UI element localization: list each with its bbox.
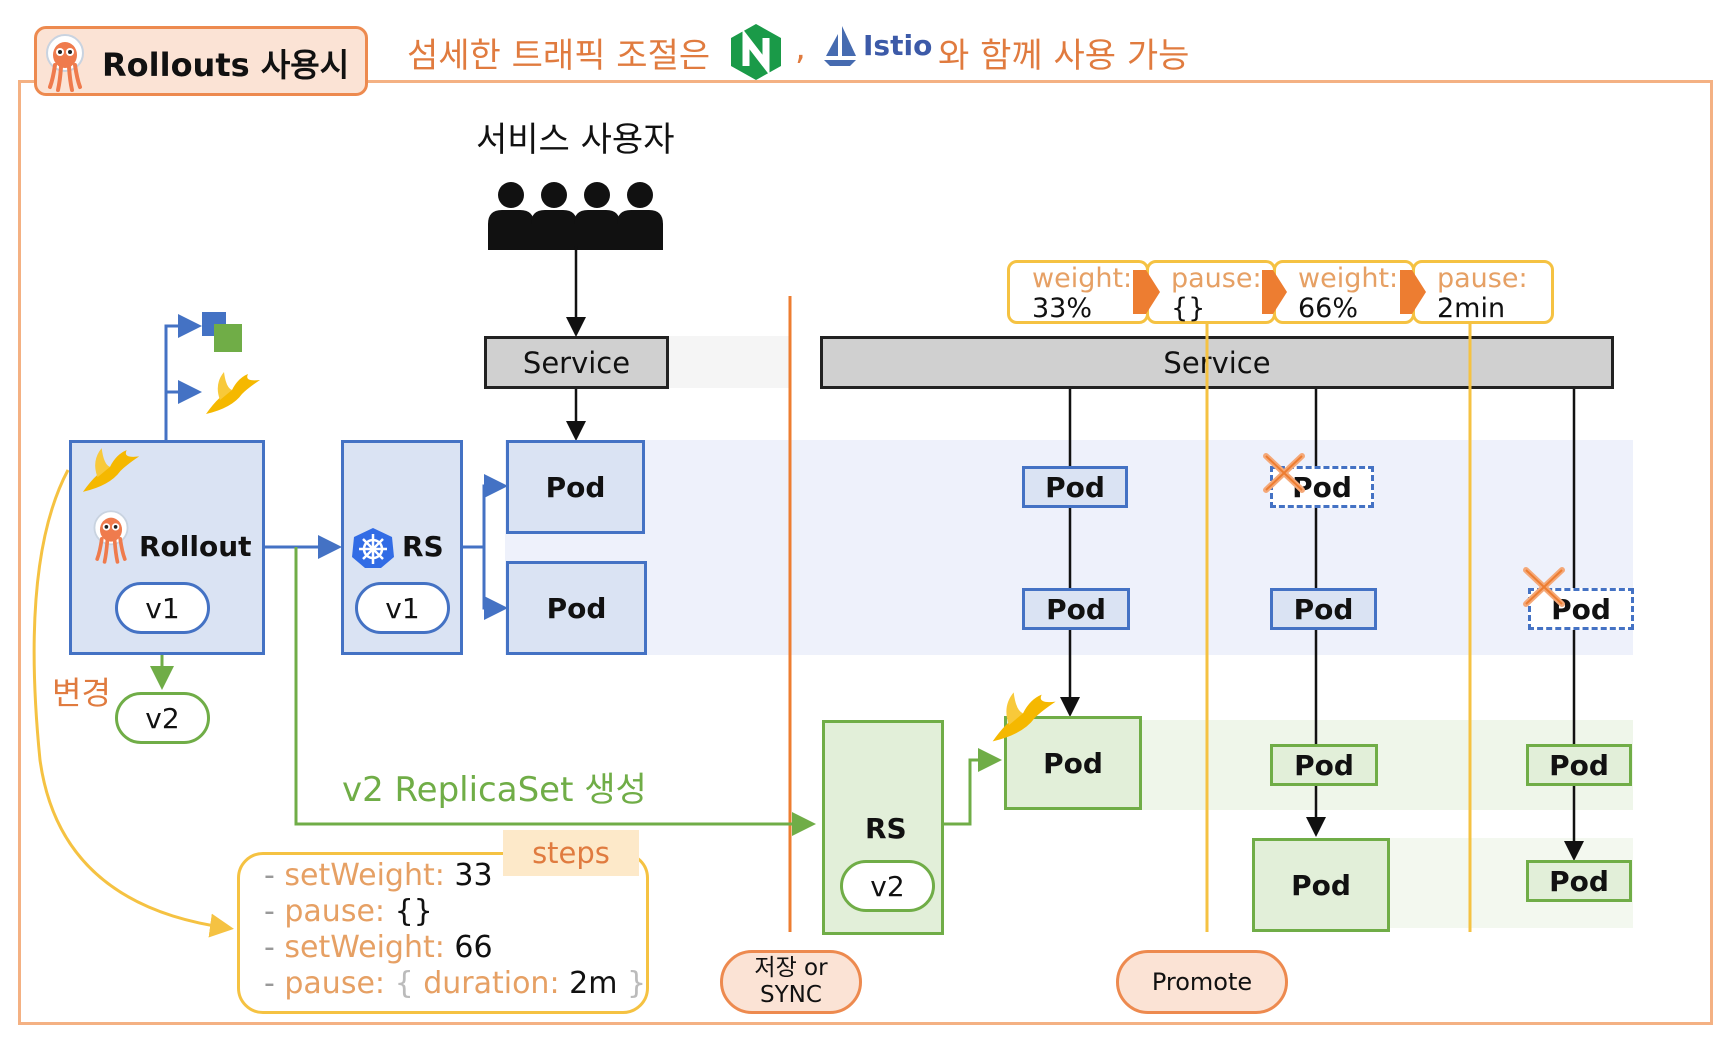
headline-separator: , [795,28,806,68]
argo-octopus-icon [46,34,84,92]
service-lane [668,336,789,388]
step-chip-key: weight: [1298,263,1399,294]
pod-label: Pod [1045,470,1105,504]
save-or-sync-line2: SYNC [760,982,822,1008]
remove-x-icon [1263,453,1305,493]
promote-label: Promote [1151,968,1253,996]
hummingbird-small-icon [206,372,260,414]
pod-label: Pod [545,470,606,504]
steps-value: 33 [454,858,493,893]
replicaset-v1-label: RS [402,530,444,563]
pod-label: Pod [1294,748,1354,782]
step-chip-pause: pause: {} [1146,260,1276,324]
pod-v1-top: Pod [506,440,645,534]
service-box-left: Service [484,336,669,389]
steps-line-pause: - pause: {} [264,894,433,929]
hummingbird-icon [82,448,140,492]
step-chip-value: 66% [1298,293,1359,324]
step-chip-value: 33% [1032,293,1093,324]
istio-sail-icon [824,26,856,66]
step-chip-value: {} [1171,293,1206,324]
rollout-version-v2: v2 [115,692,210,744]
headline-suffix: 와 함께 사용 가능 [938,36,1190,76]
pod-v1-stage1-bottom: Pod [1022,588,1130,630]
promote-button[interactable]: Promote [1116,950,1288,1014]
nginx-logo-icon [731,24,781,80]
step-chip-key: weight: [1032,263,1133,294]
replicaset-version-v1: v1 [355,582,450,634]
change-label: 변경 [52,674,111,712]
steps-key: setWeight [284,858,435,893]
steps-brace-open: { [394,966,414,1001]
steps-line-setweight-33: - setWeight: 33 [264,858,493,893]
rollout-label: Rollout [139,530,252,563]
step-chip-weight-66: weight: 66% [1273,260,1415,324]
replicaset-squares-icon [202,312,242,352]
v2-replicaset-create-label: v2 ReplicaSet 생성 [342,770,647,810]
step-chip-key: pause: [1437,263,1528,294]
steps-line-setweight-66: - setWeight: 66 [264,930,493,965]
users-group-icon [488,182,663,250]
step-chip-key: pause: [1171,263,1262,294]
pod-label: Pod [1551,592,1611,626]
steps-subkey: duration [423,966,550,1001]
steps-tag: steps [503,830,639,876]
service-box-right: Service [820,336,1614,389]
replicaset-version-v2: v2 [840,860,935,912]
pod-label: Pod [546,591,607,625]
steps-value: 2m [569,966,618,1001]
pod-v1-stage3-removed: Pod [1528,588,1634,630]
step-chip-pause-2min: pause: 2min [1412,260,1554,324]
steps-value: 66 [454,930,493,965]
headline-prefix: 섬세한 트래픽 조절은 [407,36,711,76]
service-users-label: 서비스 사용자 [476,120,675,160]
pod-label: Pod [1549,864,1609,898]
pod-label: Pod [1043,746,1103,780]
service-label: Service [522,345,631,380]
pod-label: Pod [1293,592,1354,626]
pod-v1-stage1-top: Pod [1022,466,1128,508]
save-or-sync-button[interactable]: 저장 or SYNC [720,950,862,1014]
remove-x-icon [1523,567,1565,607]
rollout-version-v1: v1 [115,582,210,634]
pod-v2-stage2-bottom: Pod [1252,838,1390,932]
pod-label: Pod [1046,592,1106,626]
hummingbird-icon [992,692,1056,742]
argo-octopus-icon [93,510,129,564]
pod-label: Pod [1549,748,1609,782]
steps-key: setWeight [284,930,435,965]
service-label: Service [1163,345,1271,380]
pod-label: Pod [1291,868,1351,902]
step-chip-value: 2min [1437,293,1506,324]
outer-frame [18,80,1713,1025]
steps-key: pause [284,894,375,929]
steps-key: pause [284,966,375,1001]
steps-line-pause-duration: - pause: { duration: 2m } [264,966,647,1001]
step-chip-arrows [1133,270,1426,314]
pod-v2-stage1: Pod [1004,716,1142,810]
save-or-sync-line1: 저장 or [754,955,828,981]
title-box [34,26,368,96]
istio-label: Istio [863,29,933,62]
steps-box [237,852,649,1014]
pod-v1-bottom: Pod [506,561,647,655]
pod-v2-stage3-bottom: Pod [1526,860,1632,902]
pod-v1-stage2: Pod [1270,588,1377,630]
pod-v2-stage3-top: Pod [1526,744,1632,786]
steps-value: {} [394,894,433,929]
replicaset-v2-label: RS [865,812,907,845]
steps-brace-close: } [626,966,647,1001]
kubernetes-icon [352,528,394,568]
page-title: Rollouts 사용시 [102,46,350,84]
pod-v2-stage2-top: Pod [1270,744,1378,786]
